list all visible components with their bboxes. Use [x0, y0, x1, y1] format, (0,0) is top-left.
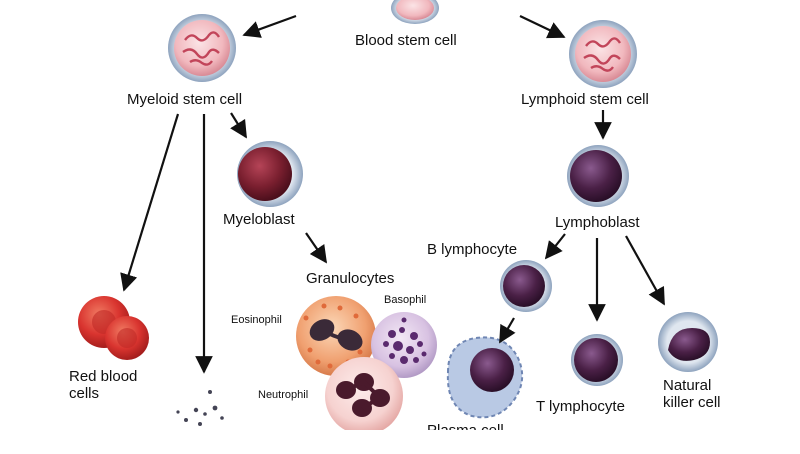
- label-lymphoblast: Lymphoblast: [555, 214, 640, 231]
- label-t-lymphocyte: T lymphocyte: [536, 398, 625, 415]
- label-myeloid-stem-cell: Myeloid stem cell: [127, 91, 243, 108]
- label-granulocytes: Granulocytes: [306, 270, 395, 287]
- arrows: [120, 14, 665, 374]
- label-neutrophil: Neutrophil: [258, 389, 309, 401]
- natural-killer-cell: [658, 312, 718, 372]
- blood-stem-cell: [391, 0, 439, 24]
- bottom-crop-mask: [0, 430, 800, 449]
- lymphoblast-cell: [567, 145, 629, 207]
- platelet-fragments: [176, 390, 224, 426]
- arrow-b-to-plasma: [499, 317, 516, 344]
- label-red-blood-cells: Red blood cells: [69, 368, 137, 403]
- neutrophil-cell: [325, 357, 403, 435]
- label-myeloblast: Myeloblast: [223, 211, 295, 228]
- lymphoid-stem-cell: [569, 20, 637, 88]
- arrow-myeloid-to-myeloblast: [230, 112, 247, 139]
- label-blood-stem-cell: Blood stem cell: [355, 32, 457, 49]
- label-red-blood-cells-line1: Red blood: [69, 368, 138, 385]
- arrow-blood-to-lymphoid: [519, 15, 566, 39]
- label-basophil: Basophil: [384, 294, 427, 306]
- arrow-lymphoblast-to-nk: [625, 235, 665, 306]
- b-lymphocyte-cell: [500, 260, 552, 312]
- arrow-lymphoblast-to-b: [544, 233, 566, 260]
- myeloid-stem-cell: [168, 14, 236, 82]
- red-blood-cells: [78, 296, 149, 360]
- basophil-cell: [371, 312, 437, 378]
- eosinophil-cell: [296, 296, 376, 376]
- label-red-blood-cells-line2: cells: [69, 385, 100, 403]
- label-natural-killer-cell: Natural killer cell: [663, 377, 721, 412]
- label-eosinophil: Eosinophil: [231, 314, 282, 326]
- label-lymphoid-stem-cell: Lymphoid stem cell: [521, 91, 649, 108]
- label-natural-killer-line2: killer cell: [663, 394, 721, 412]
- arrow-blood-to-myeloid: [242, 14, 297, 38]
- arrow-myeloblast-to-granulocytes: [305, 232, 327, 264]
- label-natural-killer-line1: Natural: [663, 377, 712, 394]
- t-lymphocyte-cell: [571, 334, 623, 386]
- arrow-myeloid-to-rbc: [120, 113, 180, 292]
- plasma-cell: [446, 336, 524, 419]
- label-b-lymphocyte: B lymphocyte: [427, 241, 518, 258]
- myeloblast-cell: [237, 141, 303, 207]
